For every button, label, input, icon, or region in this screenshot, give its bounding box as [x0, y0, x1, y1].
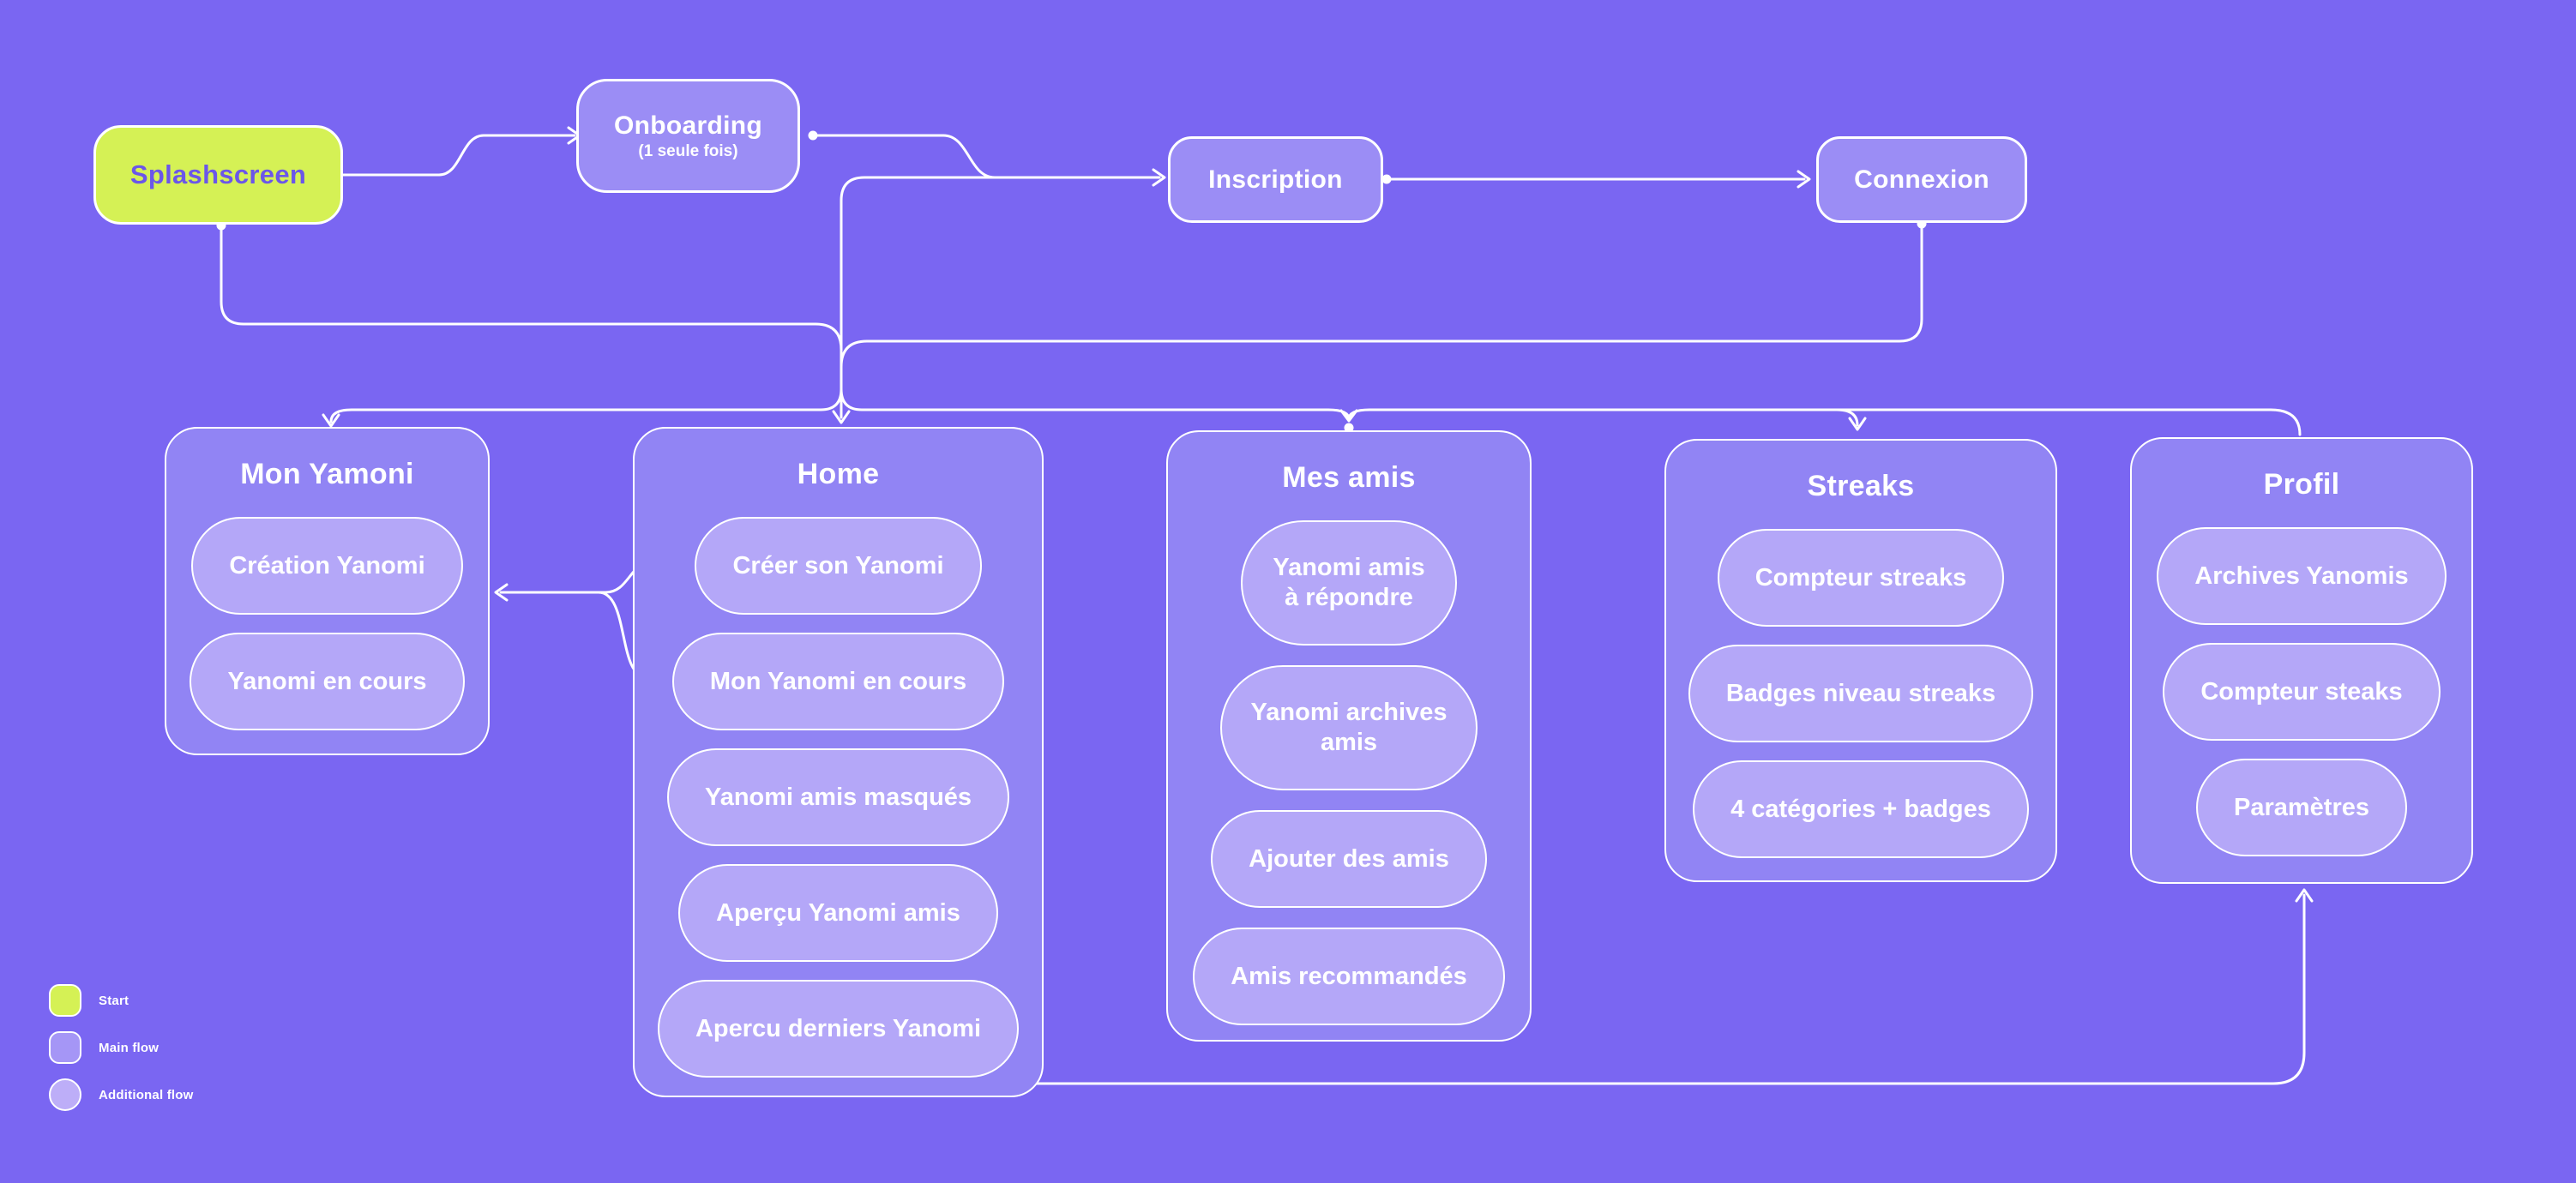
section-mes-amis-pills: Yanomi amis à répondre Yanomi archives a… — [1193, 520, 1505, 1025]
connector-dot — [1381, 174, 1392, 184]
edge-splashscreen-onboarding — [341, 134, 576, 177]
section-home[interactable]: Home Créer son Yanomi Mon Yanomi en cour… — [633, 427, 1044, 1097]
legend-main-flow-swatch — [49, 1031, 81, 1064]
node-onboarding-label: Onboarding — [614, 111, 762, 140]
legend-start-swatch — [49, 984, 81, 1017]
pill-yanomi-archives-amis[interactable]: Yanomi archives amis — [1220, 665, 1478, 790]
pill-compteur-streaks[interactable]: Compteur streaks — [1717, 529, 2005, 627]
arrowhead-into-home — [832, 410, 851, 424]
arrowhead-into-mon-yamoni — [322, 413, 340, 428]
section-home-title: Home — [797, 458, 880, 490]
edge-branch-left — [329, 387, 843, 423]
legend-start-label: Start — [99, 993, 129, 1008]
section-mes-amis-title: Mes amis — [1282, 461, 1416, 494]
edge-home-profil — [840, 893, 2306, 1085]
node-connexion-label: Connexion — [1854, 165, 1989, 194]
node-splashscreen-label: Splashscreen — [129, 159, 307, 189]
arrowhead-into-profil — [2295, 888, 2314, 903]
section-mon-yamoni-pills: Création Yanomi Yanomi en cours — [190, 517, 465, 730]
pill-creer-son-yanomi[interactable]: Créer son Yanomi — [695, 517, 982, 615]
section-profil-pills: Archives Yanomis Compteur steaks Paramèt… — [2157, 527, 2447, 856]
edge-branch-right — [840, 387, 1351, 421]
edge-main-vertical — [840, 176, 996, 419]
pill-compteur-steaks[interactable]: Compteur steaks — [2163, 643, 2441, 741]
pill-apercu-derniers-yanomi[interactable]: Apercu derniers Yanomi — [657, 980, 1020, 1078]
section-mon-yamoni[interactable]: Mon Yamoni Création Yanomi Yanomi en cou… — [165, 427, 490, 755]
edge-onboarding-inscription — [811, 134, 1161, 179]
pill-yanomi-amis-masques[interactable]: Yanomi amis masqués — [666, 748, 1010, 846]
section-streaks-pills: Compteur streaks Badges niveau streaks 4… — [1688, 529, 2034, 858]
legend-additional-flow-label: Additional flow — [99, 1087, 194, 1102]
edge-streaks-drop — [1835, 408, 1859, 427]
pill-badges-niveau-streaks[interactable]: Badges niveau streaks — [1688, 645, 2034, 742]
pill-creation-yanomi[interactable]: Création Yanomi — [191, 517, 463, 615]
section-streaks[interactable]: Streaks Compteur streaks Badges niveau s… — [1664, 439, 2057, 882]
arrowhead-into-mon-yamoni-side — [494, 583, 509, 602]
legend-row-additional-flow: Additional flow — [49, 1078, 193, 1111]
section-streaks-title: Streaks — [1807, 470, 1915, 502]
pill-yanomi-amis-a-repondre[interactable]: Yanomi amis à répondre — [1241, 520, 1457, 646]
section-mes-amis[interactable]: Mes amis Yanomi amis à répondre Yanomi a… — [1166, 430, 1532, 1042]
node-inscription-label: Inscription — [1208, 165, 1343, 194]
legend-row-main-flow: Main flow — [49, 1031, 193, 1064]
edge-splashscreen-loop — [220, 224, 843, 351]
node-splashscreen[interactable]: Splashscreen — [93, 125, 343, 225]
node-onboarding[interactable]: Onboarding (1 seule fois) — [576, 79, 800, 193]
node-onboarding-sublabel: (1 seule fois) — [638, 141, 738, 160]
section-home-pills: Créer son Yanomi Mon Yanomi en cours Yan… — [657, 517, 1020, 1078]
pill-parametres[interactable]: Paramètres — [2195, 759, 2407, 856]
arrowhead-into-streaks — [1848, 417, 1867, 431]
node-connexion[interactable]: Connexion — [1816, 136, 2027, 223]
legend-additional-flow-swatch — [49, 1078, 81, 1111]
connector-dot — [808, 130, 818, 141]
legend-main-flow-label: Main flow — [99, 1040, 159, 1055]
arrowhead-into-inscription — [1152, 168, 1166, 187]
section-profil[interactable]: Profil Archives Yanomis Compteur steaks … — [2130, 437, 2473, 884]
pill-apercu-yanomi-amis[interactable]: Aperçu Yanomi amis — [678, 864, 998, 962]
arrowhead-into-connexion — [1797, 170, 1811, 189]
section-profil-title: Profil — [2263, 468, 2340, 501]
pill-ajouter-des-amis[interactable]: Ajouter des amis — [1211, 810, 1487, 908]
pill-yanomi-en-cours[interactable]: Yanomi en cours — [190, 633, 465, 730]
pill-categories-badges[interactable]: 4 catégories + badges — [1693, 760, 2029, 858]
arrowhead-into-mes-amis — [1339, 409, 1358, 423]
pill-mon-yanomi-en-cours[interactable]: Mon Yanomi en cours — [671, 633, 1005, 730]
legend: Start Main flow Additional flow — [49, 984, 193, 1126]
node-inscription[interactable]: Inscription — [1168, 136, 1383, 223]
edge-connexion-loop — [840, 222, 1923, 369]
section-mon-yamoni-title: Mon Yamoni — [240, 458, 414, 490]
pill-amis-recommandes[interactable]: Amis recommandés — [1193, 928, 1505, 1025]
legend-row-start: Start — [49, 984, 193, 1017]
pill-archives-yanomis[interactable]: Archives Yanomis — [2157, 527, 2447, 625]
